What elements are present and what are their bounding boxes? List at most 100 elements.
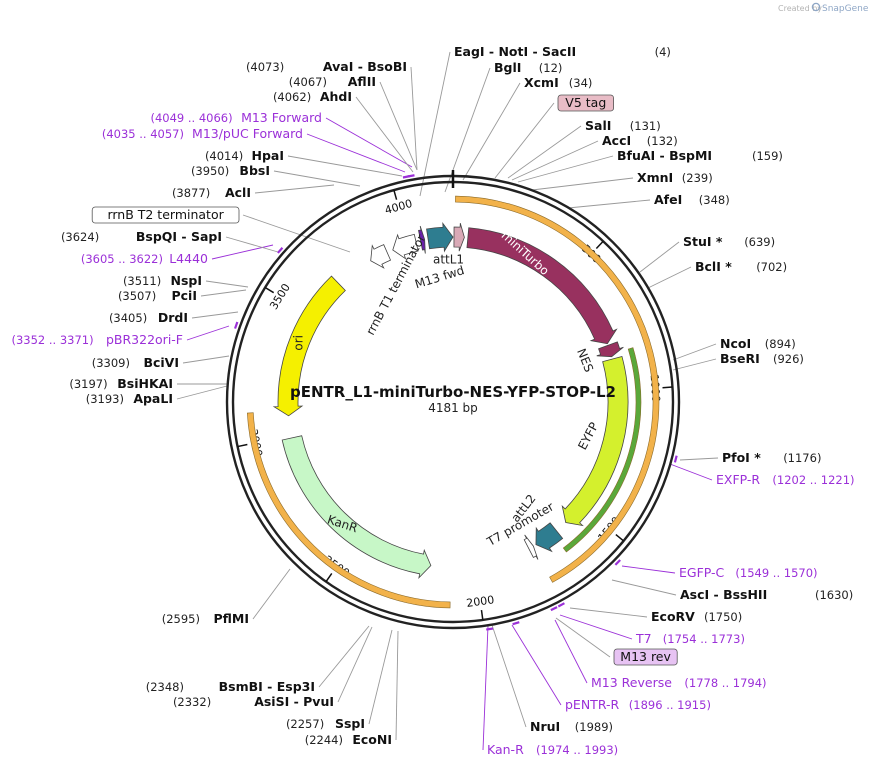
site-label-name: AsiSI - PvuI bbox=[254, 694, 334, 709]
feature-label-nes: NES bbox=[574, 346, 596, 374]
site-label-afei: AfeI(348) bbox=[654, 192, 730, 207]
site-label-box bbox=[557, 94, 614, 112]
leader-xmni-7 bbox=[531, 177, 634, 191]
leader-bcivi-31 bbox=[182, 355, 230, 364]
site-label-nspi: NspI(3511) bbox=[123, 273, 202, 288]
site-label-position: (4067) bbox=[289, 75, 327, 89]
site-label-name: DrdI bbox=[158, 310, 188, 325]
site-label-aflii: AflII (4067) bbox=[289, 74, 376, 89]
site-label-name: EXFP-R bbox=[716, 472, 760, 487]
site-label-acli: AclI(3877) bbox=[172, 185, 251, 200]
site-label-position: (2257) bbox=[286, 717, 324, 731]
site-label-name: EGFP-C bbox=[679, 565, 725, 580]
site-label-pbr322ori-f: pBR322ori-F(3352 .. 3371) bbox=[11, 332, 183, 347]
site-label-position: (3624) bbox=[61, 230, 99, 244]
site-label-name: AflII bbox=[348, 74, 376, 89]
snapgene-logo-text: SnapGene bbox=[822, 4, 869, 14]
site-label-exfp-r: EXFP-R(1202 .. 1221) bbox=[716, 472, 855, 487]
site-label-position: (1974 .. 1993) bbox=[536, 743, 618, 757]
tick-1000 bbox=[662, 386, 673, 389]
site-label-name: PfoI * bbox=[722, 450, 761, 465]
leader-m13-rev-19 bbox=[555, 617, 611, 658]
site-label-position: (4035 .. 4057) bbox=[102, 127, 184, 141]
site-label-position: (34) bbox=[569, 76, 593, 90]
leader-l4440-36 bbox=[211, 244, 274, 260]
features-layer bbox=[272, 221, 629, 579]
leader-sspi-25 bbox=[368, 629, 393, 725]
feature-label-m13-fwd: M13 fwd bbox=[413, 263, 466, 291]
site-label-xmni: XmnI(239) bbox=[637, 170, 713, 185]
leader-m13-puc-forward-42 bbox=[306, 133, 406, 173]
site-label-ecorv: EcoRV(1750) bbox=[651, 609, 742, 624]
feature-label-attl1: attL1 bbox=[433, 253, 464, 267]
site-label-name: rrnB T2 terminator bbox=[107, 207, 224, 222]
leader-acci-5 bbox=[511, 140, 599, 181]
tick-label-3500: 3500 bbox=[267, 281, 293, 312]
site-label-position: (131) bbox=[630, 119, 661, 133]
primer-site-mark-m13-forward bbox=[407, 174, 415, 178]
primer-site-mark-t7 bbox=[557, 602, 565, 608]
site-label-avai-bsobi: AvaI - BsoBI(4073) bbox=[246, 59, 407, 74]
plasmid-title: pENTR_L1-miniTurbo-NES-YFP-STOP-L2 bbox=[290, 383, 616, 401]
site-label-xcmi: XcmI (34) bbox=[524, 75, 592, 90]
site-label-position: (926) bbox=[773, 352, 804, 366]
tick-label-2000: 2000 bbox=[466, 593, 496, 610]
feature-attl1-10 bbox=[426, 221, 454, 253]
site-label-t7: T7(1754 .. 1773) bbox=[635, 631, 745, 646]
site-label-rrnb-t2-terminator: rrnB T2 terminator bbox=[91, 206, 240, 224]
site-label-position: (3950) bbox=[191, 164, 229, 178]
plasmid-length: 4181 bp bbox=[428, 401, 478, 415]
tick-2500 bbox=[325, 573, 333, 583]
feature-kanr-5 bbox=[281, 435, 432, 579]
site-label-eagi-noti-sacii: EagI - NotI - SacII(4) bbox=[454, 44, 671, 59]
site-label-position: (894) bbox=[765, 337, 796, 351]
site-label-l4440: L4440(3605 .. 3622) bbox=[81, 251, 208, 266]
site-label-m13-reverse: M13 Reverse(1778 .. 1794) bbox=[591, 675, 767, 690]
site-label-position: (12) bbox=[539, 61, 563, 75]
feature-m13-fwd-9 bbox=[418, 225, 426, 254]
leader-bseri-12 bbox=[672, 358, 717, 371]
feature-ori-6 bbox=[272, 275, 346, 417]
site-label-nrui: NruI (1989) bbox=[530, 719, 613, 734]
site-label-apali: ApaLI(3193) bbox=[86, 391, 173, 406]
site-label-bfuai-bspmi: BfuAI - BspMI(159) bbox=[617, 148, 783, 163]
site-label-pcii: PciI(3507) bbox=[118, 288, 197, 303]
site-label-m13-forward: M13 Forward(4049 .. 4066) bbox=[150, 110, 322, 125]
green-band bbox=[562, 347, 642, 553]
tick-1500 bbox=[615, 534, 625, 542]
site-label-name: BglI bbox=[494, 60, 521, 75]
leader-rrnb-t2-terminator-38 bbox=[242, 214, 351, 253]
leader-avai-bsobi-46 bbox=[410, 66, 418, 171]
site-label-egfp-c: EGFP-C(1549 .. 1570) bbox=[679, 565, 818, 580]
site-label-position: (4014) bbox=[205, 149, 243, 163]
leader-sali-4 bbox=[507, 125, 582, 179]
site-label-position: (1989) bbox=[575, 720, 613, 734]
site-label-position: (3309) bbox=[92, 356, 130, 370]
primer-site-mark-exfp-r bbox=[673, 455, 678, 463]
leader-bcli-10 bbox=[647, 266, 692, 289]
site-label-box bbox=[91, 206, 240, 224]
site-label-name: AhdI bbox=[320, 89, 352, 104]
feature-label-eyfp: EYFP bbox=[575, 420, 601, 452]
site-label-sspi: SspI(2257) bbox=[286, 716, 365, 731]
site-label-name: NruI bbox=[530, 719, 560, 734]
site-label-name: M13/pUC Forward bbox=[192, 126, 303, 141]
feature-label-ori: ori bbox=[291, 335, 305, 351]
site-label-sali: SalI (131) bbox=[585, 118, 661, 133]
site-label-position: (1778 .. 1794) bbox=[684, 676, 766, 690]
site-label-name: BsiHKAI bbox=[117, 376, 173, 391]
site-label-position: (239) bbox=[682, 171, 713, 185]
site-label-name: XcmI bbox=[524, 75, 559, 90]
primer-site-mark-egfp-c bbox=[614, 559, 621, 566]
site-label-bsmbi-esp3i: BsmBI - Esp3I(2348) bbox=[146, 679, 315, 694]
site-label-name: SalI bbox=[585, 118, 611, 133]
leader-exfp-r-14 bbox=[669, 463, 713, 481]
site-label-position: (3405) bbox=[109, 311, 147, 325]
site-label-position: (2332) bbox=[173, 695, 211, 709]
leader-hpai-41 bbox=[287, 155, 403, 177]
site-label-stui: StuI *(639) bbox=[683, 234, 775, 249]
site-label-name: M13 Forward bbox=[241, 110, 322, 125]
site-label-position: (2595) bbox=[162, 612, 200, 626]
site-label-name: AvaI - BsoBI bbox=[323, 59, 407, 74]
